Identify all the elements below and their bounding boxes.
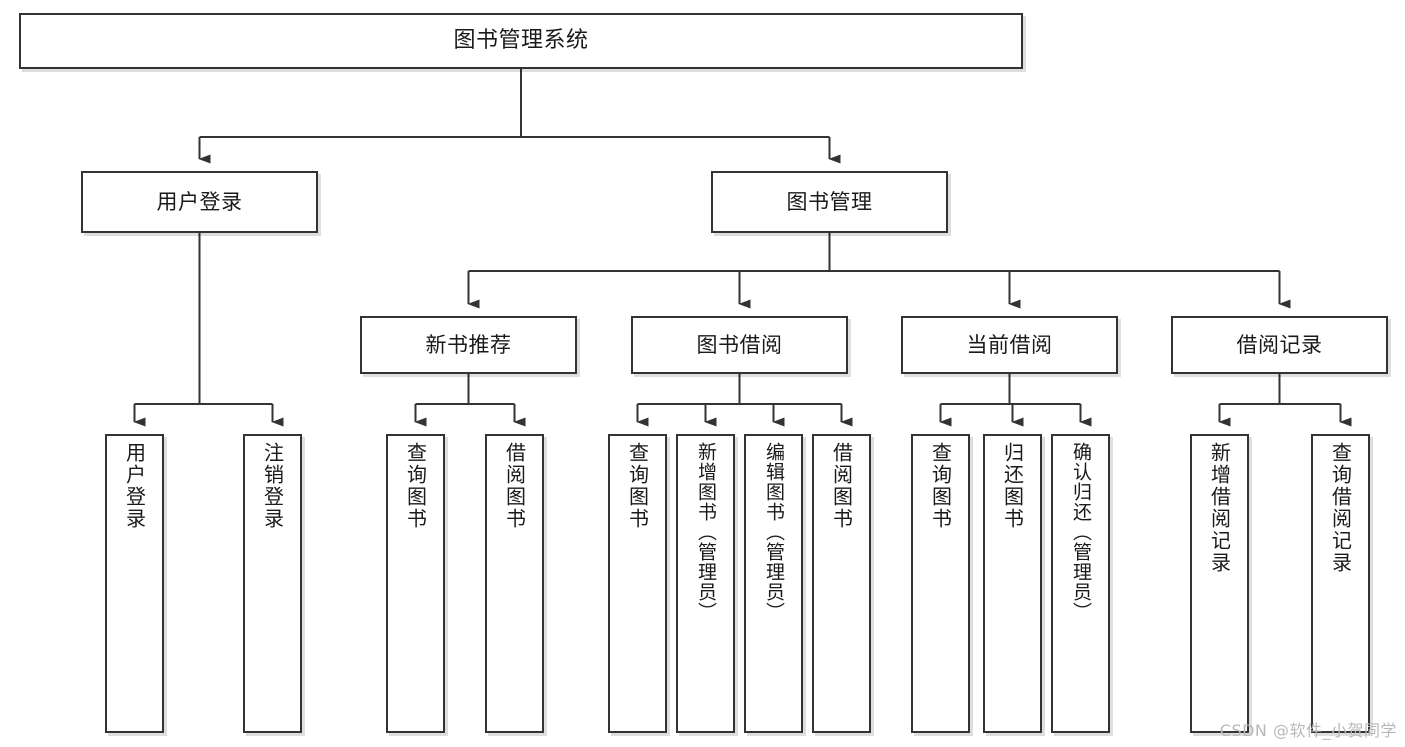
node-label-borrow-record: 借阅记录 — [1236, 332, 1323, 357]
node-leaf-logout[interactable]: 注销登录 — [243, 434, 302, 733]
node-label-leaf-query-1: 查询图书 — [403, 442, 428, 530]
node-label-leaf-borrow-1: 借阅图书 — [502, 442, 527, 530]
node-current-borrow[interactable]: 当前借阅 — [901, 316, 1118, 374]
node-label-leaf-query-rec: 查询借阅记录 — [1328, 442, 1353, 574]
node-leaf-query-2[interactable]: 查询图书 — [608, 434, 667, 733]
node-leaf-edit-book[interactable]: 编辑图书（管理员） — [744, 434, 803, 733]
node-user-login[interactable]: 用户登录 — [81, 171, 318, 233]
node-label-leaf-query-3: 查询图书 — [928, 442, 953, 530]
node-label-leaf-add-rec: 新增借阅记录 — [1207, 442, 1232, 574]
node-label-leaf-logout: 注销登录 — [260, 442, 285, 530]
node-label-leaf-edit-book: 编辑图书（管理员） — [763, 442, 785, 622]
node-leaf-user-login[interactable]: 用户登录 — [105, 434, 164, 733]
node-label-leaf-borrow-2: 借阅图书 — [829, 442, 854, 530]
node-leaf-query-rec[interactable]: 查询借阅记录 — [1311, 434, 1370, 733]
node-label-current-borrow: 当前借阅 — [966, 332, 1053, 357]
node-new-book-rec[interactable]: 新书推荐 — [360, 316, 577, 374]
node-label-root: 图书管理系统 — [453, 28, 589, 54]
node-label-leaf-user-login: 用户登录 — [122, 442, 147, 530]
node-book-borrow[interactable]: 图书借阅 — [631, 316, 848, 374]
node-label-leaf-confirm: 确认归还（管理员） — [1070, 442, 1092, 622]
node-leaf-confirm[interactable]: 确认归还（管理员） — [1051, 434, 1110, 733]
node-book-manage[interactable]: 图书管理 — [711, 171, 948, 233]
node-leaf-borrow-2[interactable]: 借阅图书 — [812, 434, 871, 733]
node-label-new-book-rec: 新书推荐 — [425, 332, 512, 357]
node-leaf-return[interactable]: 归还图书 — [983, 434, 1042, 733]
watermark: CSDN @软件_小贺同学 — [1219, 721, 1397, 740]
node-label-book-borrow: 图书借阅 — [696, 332, 783, 357]
node-borrow-record[interactable]: 借阅记录 — [1171, 316, 1388, 374]
node-label-user-login: 用户登录 — [156, 189, 243, 214]
node-label-leaf-return: 归还图书 — [1000, 442, 1025, 530]
node-leaf-query-1[interactable]: 查询图书 — [386, 434, 445, 733]
node-leaf-borrow-1[interactable]: 借阅图书 — [485, 434, 544, 733]
node-leaf-query-3[interactable]: 查询图书 — [911, 434, 970, 733]
node-label-book-manage: 图书管理 — [786, 189, 873, 214]
node-leaf-add-rec[interactable]: 新增借阅记录 — [1190, 434, 1249, 733]
node-label-leaf-query-2: 查询图书 — [625, 442, 650, 530]
node-root[interactable]: 图书管理系统 — [19, 13, 1023, 69]
node-label-leaf-add-book: 新增图书（管理员） — [695, 442, 717, 622]
node-leaf-add-book[interactable]: 新增图书（管理员） — [676, 434, 735, 733]
